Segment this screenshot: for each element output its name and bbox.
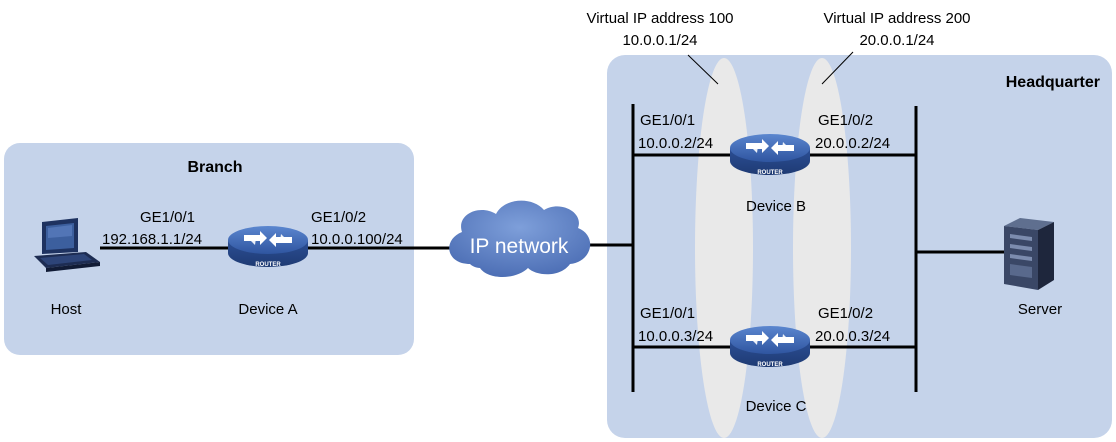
device-b-right-interface: GE1/0/2 xyxy=(818,112,873,129)
device-c-left-ip: 10.0.0.3/24 xyxy=(638,328,713,345)
headquarter-title: Headquarter xyxy=(1006,74,1100,91)
cloud-label: IP network xyxy=(470,235,569,258)
device-c-left-interface: GE1/0/1 xyxy=(640,305,695,322)
device-c-right-ip: 20.0.0.3/24 xyxy=(815,328,890,345)
server-icon xyxy=(1004,218,1054,290)
device-c-router-tag: ROUTER xyxy=(757,362,783,368)
branch-title: Branch xyxy=(187,159,242,176)
vip200-address: 20.0.0.1/24 xyxy=(859,32,934,49)
device-a-router-tag: ROUTER xyxy=(255,262,281,268)
device-a-right-ip: 10.0.0.100/24 xyxy=(311,231,403,248)
device-a-left-interface: GE1/0/1 xyxy=(140,209,195,226)
host-computer-icon xyxy=(34,218,100,272)
device-b-router-icon: ROUTER xyxy=(730,134,810,176)
server-name: Server xyxy=(1018,301,1062,318)
device-b-left-ip: 10.0.0.2/24 xyxy=(638,135,713,152)
device-b-left-interface: GE1/0/1 xyxy=(640,112,695,129)
device-b-right-ip: 20.0.0.2/24 xyxy=(815,135,890,152)
device-c-router-icon: ROUTER xyxy=(730,326,810,368)
device-a-right-interface: GE1/0/2 xyxy=(311,209,366,226)
device-b-name: Device B xyxy=(746,198,806,215)
host-name: Host xyxy=(51,301,83,318)
vip100-ellipse xyxy=(695,58,753,438)
vip200-pointer xyxy=(821,51,854,85)
device-a-name: Device A xyxy=(238,301,297,318)
vip200-title: Virtual IP address 200 xyxy=(823,10,970,27)
device-c-right-interface: GE1/0/2 xyxy=(818,305,873,322)
device-a-router-icon: ROUTER xyxy=(228,226,308,268)
vip100-address: 10.0.0.1/24 xyxy=(622,32,697,49)
device-c-name: Device C xyxy=(746,398,807,415)
vip100-pointer xyxy=(687,54,719,85)
device-b-router-tag: ROUTER xyxy=(757,170,783,176)
ip-network-cloud: IP network xyxy=(449,200,591,277)
vip100-title: Virtual IP address 100 xyxy=(586,10,733,27)
device-a-left-ip: 192.168.1.1/24 xyxy=(102,231,202,248)
